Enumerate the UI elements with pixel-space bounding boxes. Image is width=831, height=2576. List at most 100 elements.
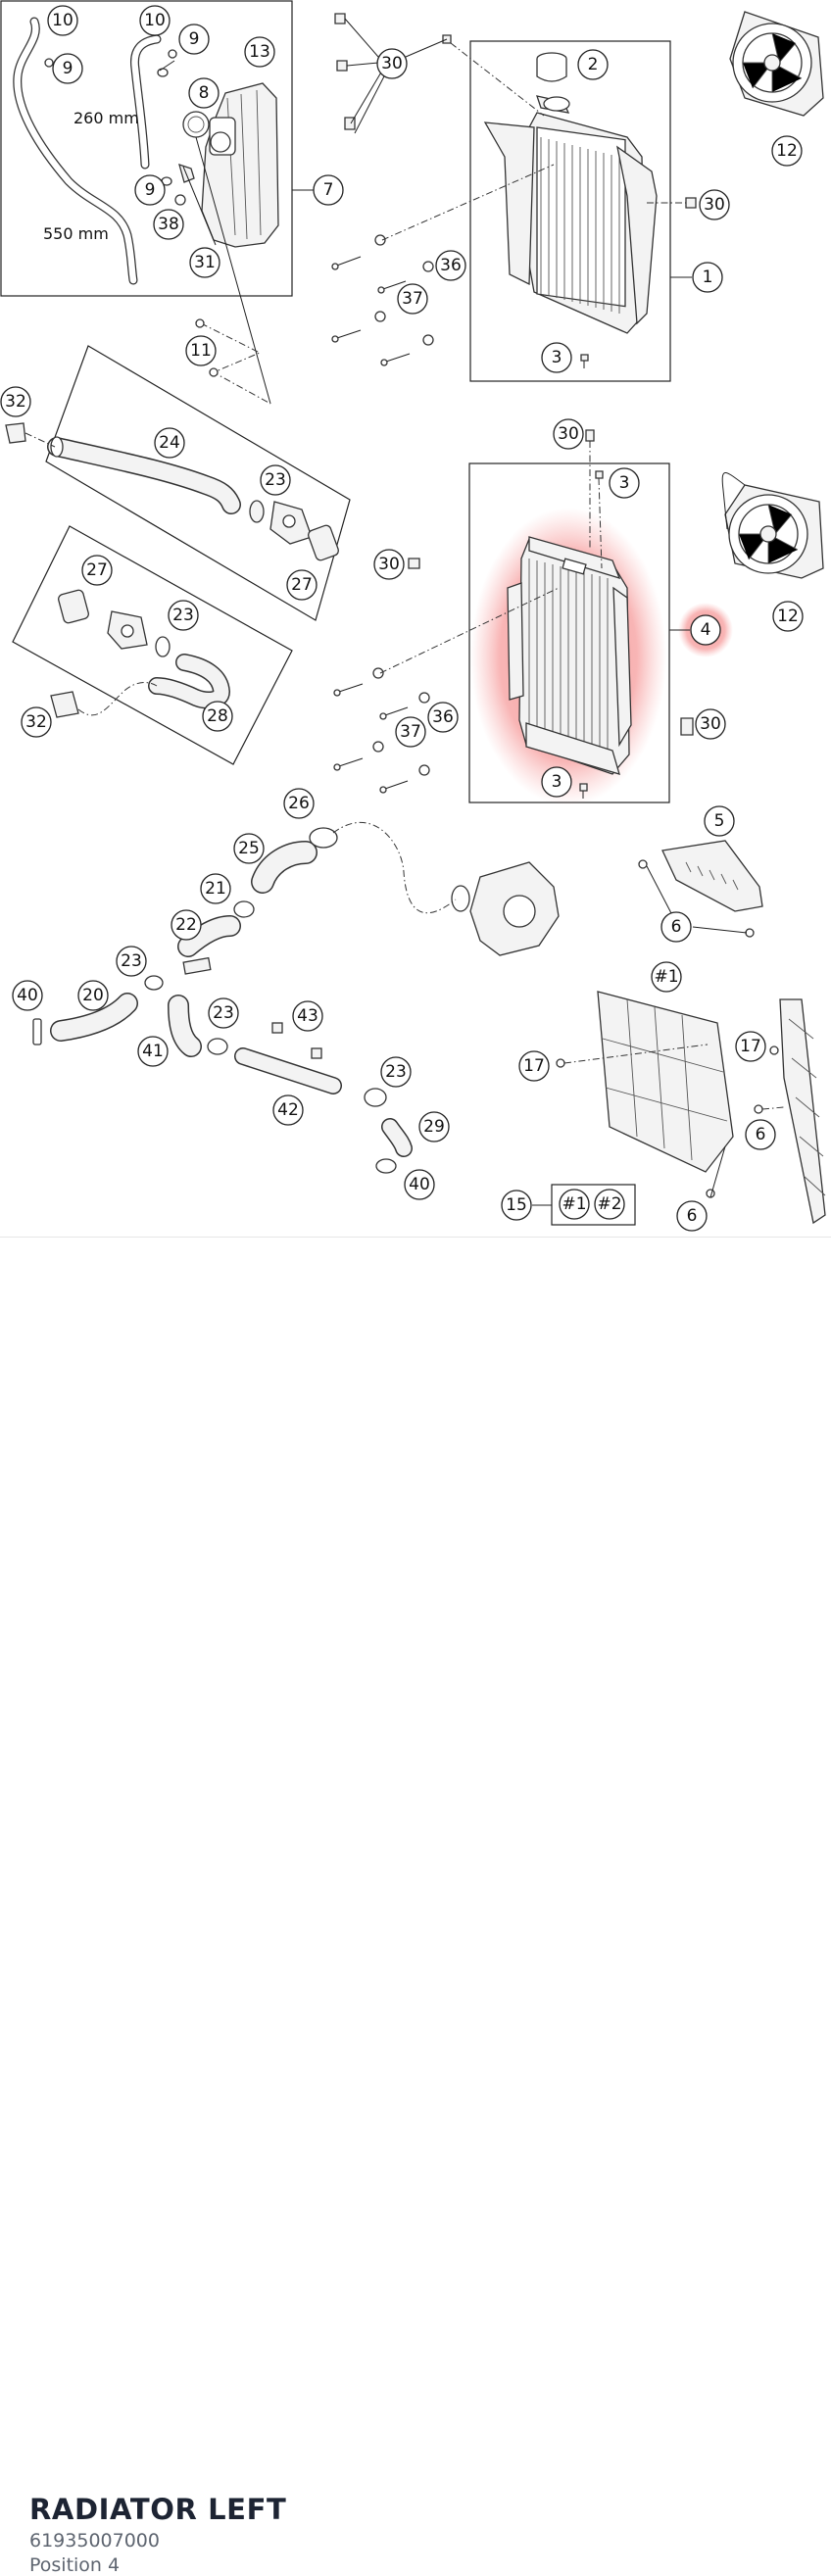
callout-3[interactable]: 3 [541, 766, 572, 798]
callout-11[interactable]: 11 [185, 335, 217, 366]
leader-lines-left [379, 441, 690, 674]
callout-27[interactable]: 27 [286, 569, 318, 601]
tank-cap-8 [182, 111, 210, 138]
callout-32[interactable]: 32 [21, 706, 52, 738]
svg-text:13: 13 [249, 42, 270, 62]
callout-22[interactable]: 22 [171, 909, 202, 941]
callout-23[interactable]: 23 [116, 946, 147, 977]
callout-30[interactable]: 30 [373, 549, 405, 580]
dimension-260mm: 260 mm [73, 109, 139, 127]
svg-text:23: 23 [265, 470, 286, 490]
svg-text:15: 15 [506, 1195, 527, 1215]
callout-5[interactable]: 5 [704, 805, 735, 837]
svg-text:3: 3 [619, 473, 630, 493]
callout-10[interactable]: 10 [139, 5, 171, 36]
callout-17[interactable]: 17 [518, 1050, 550, 1082]
part-position: Position 4 [29, 2554, 121, 2576]
dimension-550mm: 550 mm [43, 224, 109, 243]
svg-text:30: 30 [704, 195, 725, 215]
callout-15[interactable]: 15 [501, 1190, 532, 1221]
callout-29[interactable]: 29 [418, 1111, 450, 1142]
leader-lines-tank [159, 60, 314, 405]
callout-36[interactable]: 36 [427, 702, 459, 733]
callout-23[interactable]: 23 [208, 997, 239, 1029]
leader-lines-grille [532, 1044, 785, 1206]
callout-30[interactable]: 30 [695, 708, 726, 740]
part-number: 61935007000 [29, 2530, 160, 2552]
callout-31[interactable]: 31 [189, 247, 220, 278]
callout-26[interactable]: 26 [283, 788, 315, 819]
svg-text:24: 24 [159, 433, 180, 453]
callout-set-1[interactable]: #1 [651, 961, 682, 993]
callout-8[interactable]: 8 [188, 77, 220, 109]
callout-9[interactable]: 9 [134, 174, 166, 206]
callout-3[interactable]: 3 [609, 467, 640, 499]
callout-27[interactable]: 27 [81, 555, 113, 586]
expansion-tank-group-frame [0, 0, 293, 297]
callout-21[interactable]: 21 [200, 873, 231, 904]
callout-6[interactable]: 6 [676, 1200, 708, 1232]
callout-43[interactable]: 43 [292, 1000, 323, 1032]
callout-30[interactable]: 30 [553, 418, 584, 450]
callout-36[interactable]: 36 [435, 250, 466, 281]
svg-text:29: 29 [423, 1117, 445, 1137]
callout-set-1[interactable]: #1 [559, 1189, 590, 1220]
callout-12[interactable]: 12 [772, 601, 804, 632]
svg-text:23: 23 [385, 1062, 407, 1082]
callout-7[interactable]: 7 [313, 174, 344, 206]
radiator-right [483, 95, 658, 334]
svg-text:#2: #2 [597, 1194, 621, 1214]
callout-23[interactable]: 23 [168, 600, 199, 631]
callout-6[interactable]: 6 [745, 1119, 776, 1150]
svg-text:40: 40 [17, 986, 38, 1005]
callout-28[interactable]: 28 [202, 701, 233, 732]
svg-text:30: 30 [378, 555, 400, 574]
hose-group-frame [45, 345, 351, 621]
svg-text:28: 28 [207, 706, 228, 726]
callout-25[interactable]: 25 [233, 833, 265, 864]
callout-4[interactable]: 4 [690, 614, 721, 646]
overflow-hose-short [129, 34, 162, 170]
shield-5 [638, 840, 763, 938]
callout-24[interactable]: 24 [154, 427, 185, 459]
leader-lines-shield [646, 865, 748, 934]
callout-6[interactable]: 6 [660, 911, 692, 943]
callout-37[interactable]: 37 [395, 716, 426, 748]
callout-41[interactable]: 41 [137, 1036, 169, 1067]
lower-hoses [32, 827, 413, 1174]
callout-23[interactable]: 23 [380, 1056, 412, 1088]
callout-group: 10 9 10 9 13 8 9 38 31 7 30 2 12 30 36 3… [0, 5, 804, 1232]
callout-40[interactable]: 40 [404, 1169, 435, 1200]
callout-38[interactable]: 38 [153, 209, 184, 240]
svg-text:6: 6 [687, 1206, 698, 1226]
bolts-left-radiator [333, 429, 694, 799]
part-name: RADIATOR LEFT [29, 2493, 287, 2526]
callout-9[interactable]: 9 [178, 24, 210, 55]
callout-42[interactable]: 42 [272, 1094, 304, 1126]
callout-30[interactable]: 30 [376, 48, 408, 79]
svg-text:4: 4 [701, 620, 711, 640]
svg-text:3: 3 [552, 772, 562, 792]
callout-10[interactable]: 10 [47, 5, 78, 36]
callout-20[interactable]: 20 [77, 980, 109, 1011]
callout-30[interactable]: 30 [699, 189, 730, 220]
callout-32[interactable]: 32 [0, 386, 31, 417]
callout-2[interactable]: 2 [577, 49, 609, 80]
svg-text:17: 17 [740, 1037, 761, 1056]
grille-1 [556, 991, 826, 1225]
callout-13[interactable]: 13 [244, 36, 275, 68]
callout-23[interactable]: 23 [260, 464, 291, 496]
callout-12[interactable]: 12 [771, 135, 803, 167]
svg-text:8: 8 [199, 83, 210, 103]
callout-17[interactable]: 17 [735, 1031, 766, 1062]
callout-1[interactable]: 1 [692, 262, 723, 293]
callout-set-2[interactable]: #2 [594, 1189, 625, 1220]
callout-40[interactable]: 40 [12, 980, 43, 1011]
callout-37[interactable]: 37 [397, 283, 428, 315]
svg-text:32: 32 [5, 392, 26, 412]
fan-top [729, 11, 824, 117]
svg-text:2: 2 [588, 55, 599, 74]
callout-3[interactable]: 3 [541, 342, 572, 373]
coolant-hose-24 [5, 422, 339, 561]
callout-9[interactable]: 9 [52, 53, 83, 84]
